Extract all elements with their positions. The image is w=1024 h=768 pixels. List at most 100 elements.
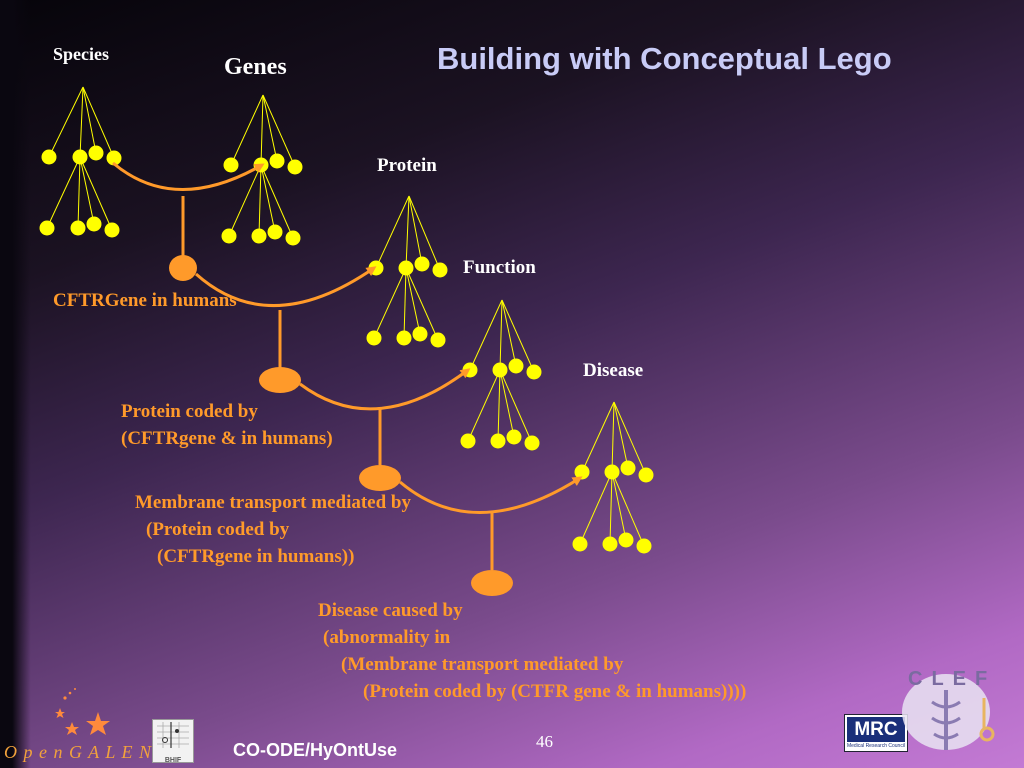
opengalen-logo-text: O p e n G A L E N [4,742,153,762]
tree-node [604,464,620,480]
tree-edge [405,267,421,335]
tree-edge [260,164,276,233]
tree-edge [499,299,503,371]
expression-3-line-2: (Protein coded by [146,519,290,540]
tree-edge [408,195,441,271]
tree-node [366,330,382,346]
tree-node [574,464,590,480]
tree-node [86,216,102,232]
tree-protein [366,195,448,348]
mrc-label: MRC [847,717,905,742]
label-species: Species [53,44,109,64]
mrc-sub-label: Medical Research Council [846,743,906,749]
tree-node [462,362,478,378]
opengalen-stars-icon [55,688,110,735]
label-genes: Genes [224,54,287,80]
bhif-grid-icon [157,722,189,748]
tree-edge [611,471,627,541]
mrc-logo: MRC Medical Research Council [844,714,908,752]
tree-node [70,220,86,236]
tree-node [41,149,57,165]
tree-edge [46,156,81,229]
tree-edge [613,401,647,476]
tree-node [492,362,508,378]
tree-edge [501,299,535,373]
expression-1-line-1: CFTRGene in humans [53,290,237,311]
tree-edge [79,86,84,158]
tree-node [267,224,283,240]
tree-edge [375,195,410,269]
tree-edge [499,369,515,438]
tree-edge [82,86,115,159]
tree-edge [262,94,296,168]
tree-edge [258,164,262,237]
composite-node-1 [169,255,197,281]
tree-node [460,433,476,449]
tree-node [636,538,652,554]
expression-2-line-1: Protein coded by [121,401,258,422]
clef-caduceus-icon [902,674,995,750]
tree-edge [609,471,613,545]
bhif-logo: BHIF [152,719,194,764]
tree-edge [405,195,410,269]
tree-disease [572,401,654,554]
expression-4-line-3: (Membrane transport mediated by [341,654,624,675]
connector-arc-2 [195,266,377,308]
tree-edge [613,401,629,469]
composite-node-2 [259,367,301,393]
tree-edge [579,471,613,545]
tree-node [412,326,428,342]
tree-edge [467,369,501,442]
tree-node [572,536,588,552]
composite-node-4 [471,570,513,596]
tree-node [620,460,636,476]
tree-edge [262,94,278,162]
concept-trees [39,86,654,554]
tree-node [396,330,412,346]
tree-edge [230,94,264,166]
tree-edge [611,401,615,473]
connector-arc-4 [399,476,583,514]
tree-node [88,145,104,161]
label-protein: Protein [377,155,437,176]
tree-edge [499,369,533,444]
tree-node [39,220,55,236]
tree-edge [260,94,264,166]
connectors [112,161,583,596]
tree-node [506,429,522,445]
tree-node [524,435,540,451]
label-disease: Disease [583,360,644,381]
tree-function [460,299,542,451]
tree-edge [79,156,95,225]
clef-label: CLEF [908,668,997,690]
tree-node [430,332,446,348]
tree-node [104,222,120,238]
tree-edge [611,471,645,547]
clef-logo: CLEF [902,668,1002,754]
tree-node [106,150,122,166]
expression-1: CFTRGene in humans [53,287,237,314]
tree-edge [501,299,517,367]
expression-4-line-1: Disease caused by [318,600,463,621]
slide-title: Building with Conceptual Lego [437,41,892,76]
expression-4: Disease caused by (abnormality in (Membr… [318,597,746,705]
tree-node [638,467,654,483]
tree-node [398,260,414,276]
tree-edge [408,195,423,265]
tree-node [221,228,237,244]
tree-node [414,256,430,272]
tree-edge [82,86,97,154]
tree-edge [403,267,407,339]
tree-species [39,86,122,238]
tree-node [602,536,618,552]
tree-node [251,228,267,244]
tree-node [432,262,448,278]
tree-edge [48,86,84,158]
tree-edge [405,267,439,341]
connector-arc-1 [112,161,265,191]
tree-edge [260,164,294,239]
tree-edge [77,156,81,229]
tree-genes [221,94,303,246]
tree-node [285,230,301,246]
